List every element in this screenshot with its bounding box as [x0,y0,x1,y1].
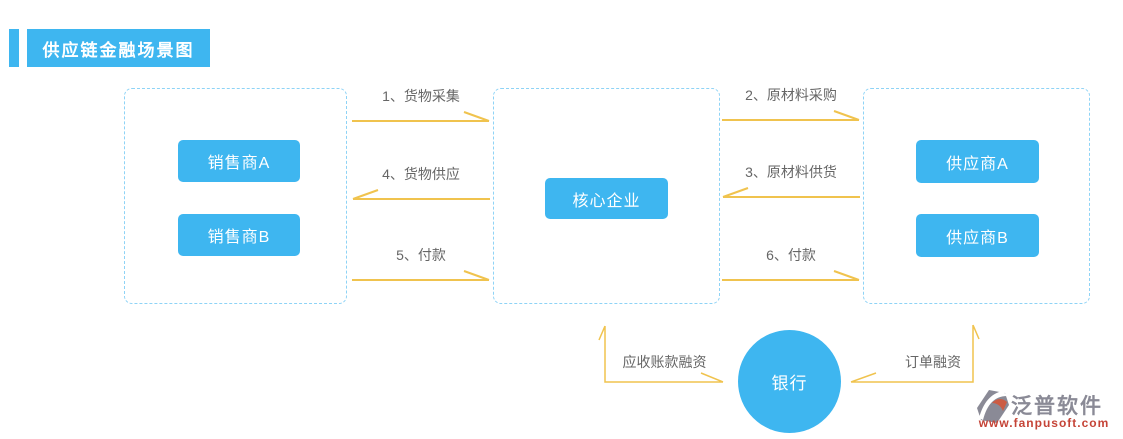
flow-material-purchase: 2、原材料采购 [721,86,861,122]
node-core-enterprise: 核心企业 [545,178,668,219]
logo-website-url: www.fanpusoft.com [978,416,1110,430]
flow-payment-left-label: 5、付款 [396,247,446,263]
flow-goods-collect: 1、货物采集 [351,87,491,123]
core-group-box: 核心企业 [493,88,720,304]
flow-material-purchase-label: 2、原材料采购 [745,87,837,103]
flow-payment-right-label: 6、付款 [766,247,816,263]
title-accent-bar [9,29,19,67]
flow-material-supply-label: 3、原材料供货 [745,164,837,180]
receivable-financing-label: 应收账款融资 [622,354,707,370]
flow-payment-left: 5、付款 [351,246,491,282]
arrow-right-icon [352,111,490,122]
arrow-right-icon [722,270,860,281]
suppliers-group-box: 供应商A 供应商B [863,88,1090,304]
node-seller-b: 销售商B [178,214,300,256]
logo-company-name: 泛普软件 [1011,395,1103,418]
node-supplier-b: 供应商B [916,214,1039,257]
node-seller-a: 销售商A [178,140,300,182]
order-financing-label: 订单融资 [905,354,961,370]
flow-payment-right: 6、付款 [721,246,861,282]
arrow-right-icon [722,110,860,121]
arrow-left-icon [722,187,860,198]
flow-goods-supply: 4、货物供应 [351,165,491,201]
fanpu-logo-icon [977,390,1009,423]
flow-goods-collect-label: 1、货物采集 [382,88,460,104]
arrow-right-icon [352,270,490,281]
arrow-left-icon [352,189,490,200]
flow-material-supply: 3、原材料供货 [721,163,861,199]
node-supplier-a: 供应商A [916,140,1039,183]
page-title: 供应链金融场景图 [27,29,210,67]
flow-goods-supply-label: 4、货物供应 [382,166,460,182]
bank-to-core-connector-icon [598,325,724,383]
sellers-group-box: 销售商A 销售商B [124,88,347,304]
bank-to-suppliers-connector-icon [850,324,980,383]
node-bank: 银行 [738,330,841,433]
